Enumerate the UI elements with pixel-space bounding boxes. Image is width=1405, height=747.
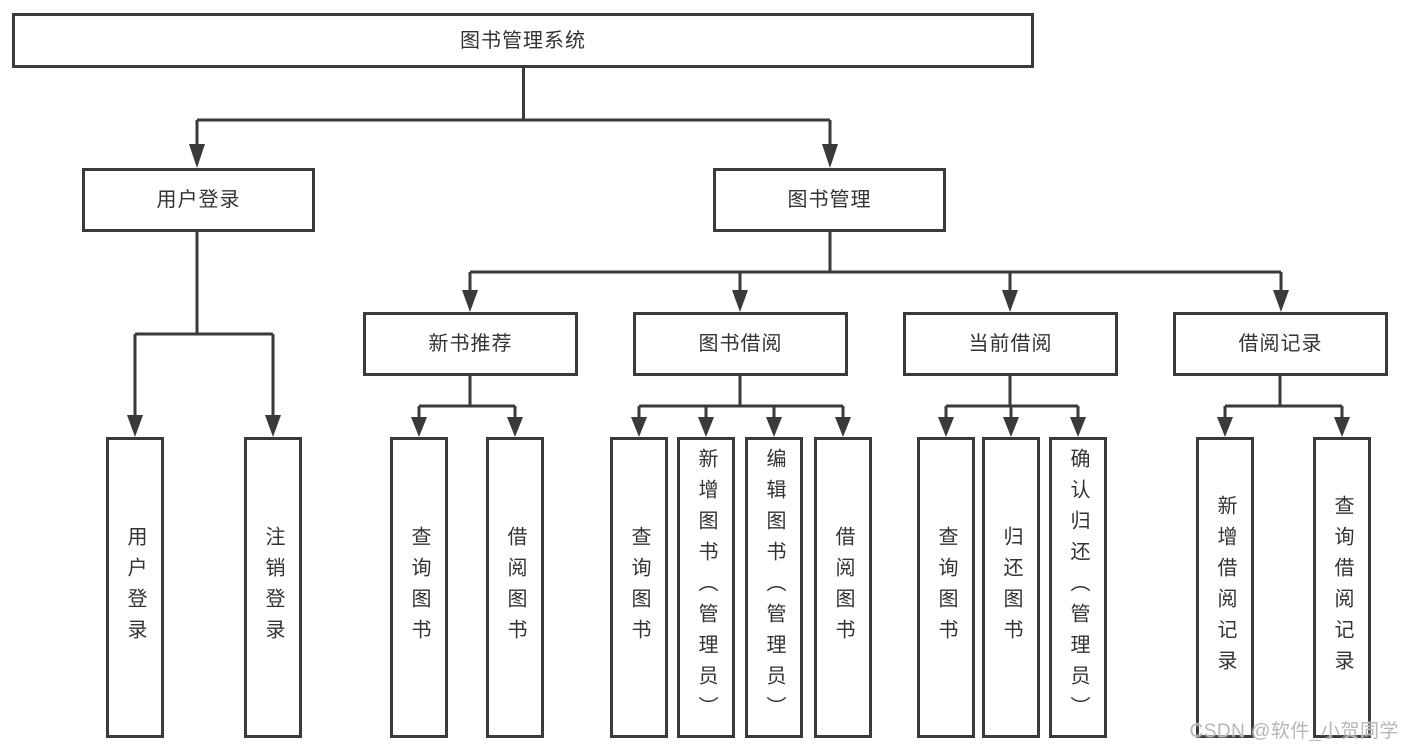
connector-book-management-to-level3: [462, 232, 1289, 312]
connector-borrowing-records-to-leaves: [1217, 376, 1350, 437]
leaf-borrow-books-recommend: 借阅图书: [486, 437, 544, 738]
leaf-user-login: 用户登录: [106, 437, 164, 738]
connector-root-to-level2: [189, 68, 838, 168]
node-borrowing-records: 借阅记录: [1173, 312, 1388, 376]
leaf-borrow-books-borrowing: 借阅图书: [814, 437, 872, 738]
connector-current-borrowing-to-leaves: [938, 376, 1086, 437]
node-current-borrowing: 当前借阅: [903, 312, 1118, 376]
leaf-confirm-return-admin: 确认归还（管理员）: [1049, 437, 1107, 738]
leaf-query-borrow-record: 查询借阅记录: [1313, 437, 1371, 738]
leaf-add-borrow-record: 新增借阅记录: [1196, 437, 1254, 738]
connector-user-login-to-leaves: [127, 232, 281, 437]
node-book-management: 图书管理: [713, 168, 946, 232]
leaf-logout: 注销登录: [244, 437, 302, 738]
connector-new-book-recommendation-to-leaves: [411, 376, 523, 437]
node-root-library-system: 图书管理系统: [12, 13, 1034, 68]
csdn-watermark: CSDN @软件_小贺同学: [1189, 721, 1399, 742]
leaf-edit-books-admin: 编辑图书（管理员）: [745, 437, 803, 738]
leaf-query-books-recommend: 查询图书: [390, 437, 448, 738]
connector-book-borrowing-to-leaves: [631, 376, 851, 437]
node-book-borrowing: 图书借阅: [633, 312, 848, 376]
leaf-query-books-current: 查询图书: [917, 437, 975, 738]
leaf-return-books: 归还图书: [982, 437, 1040, 738]
node-user-login: 用户登录: [82, 168, 315, 232]
leaf-query-books-borrowing: 查询图书: [610, 437, 668, 738]
leaf-add-books-admin: 新增图书（管理员）: [677, 437, 735, 738]
node-new-book-recommendation: 新书推荐: [363, 312, 578, 376]
